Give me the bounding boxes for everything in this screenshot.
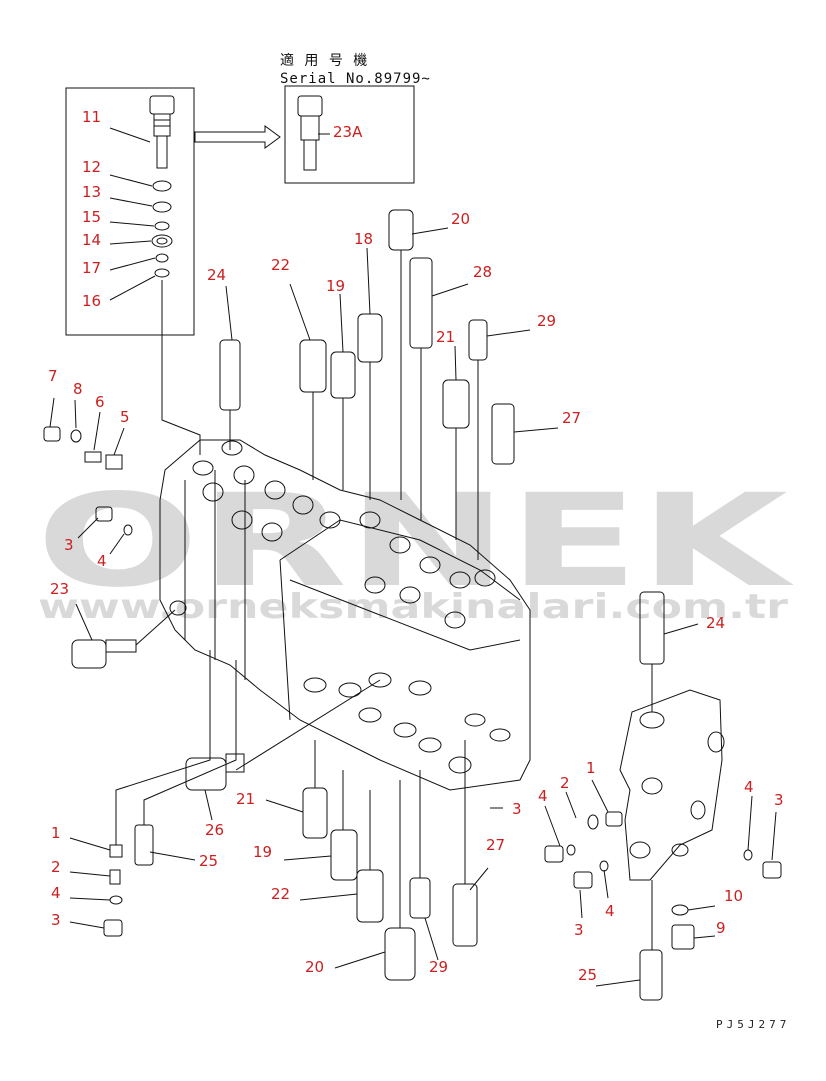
callout-4-lowerleft: 4 (51, 884, 61, 902)
callout-24-top: 24 (207, 266, 226, 284)
drawing-code: PJ5J277 (716, 1018, 791, 1031)
serial-note-number: Serial No.89799~ (280, 71, 431, 87)
callout-1-right: 1 (586, 759, 596, 777)
callout-16: 16 (82, 292, 101, 310)
control-valve-body (159, 439, 531, 791)
serial-applicability-note: 適 用 号 機 Serial No.89799~ (280, 52, 431, 88)
callout-22-bottom: 22 (271, 885, 290, 903)
callout-4-right-c: 4 (605, 902, 615, 920)
callout-29-bottom: 29 (429, 958, 448, 976)
callout-3-center: 3 (512, 800, 522, 818)
callout-5: 5 (120, 408, 130, 426)
callout-21-bottom: 21 (236, 790, 255, 808)
callout-10: 10 (724, 887, 743, 905)
callout-1-left: 1 (51, 824, 61, 842)
callout-2-left: 2 (51, 858, 61, 876)
relief-valve-cartridge-icon (149, 95, 175, 169)
callout-17: 17 (82, 259, 101, 277)
callout-28: 28 (473, 263, 492, 281)
callout-3-lowerleft: 3 (51, 911, 61, 929)
callout-21-top: 21 (436, 328, 455, 346)
callout-18-top: 18 (354, 230, 373, 248)
callout-27-top: 27 (562, 409, 581, 427)
callout-3-right-a: 3 (774, 791, 784, 809)
relief-valve-23a-icon (297, 95, 323, 171)
callout-4-left: 4 (97, 552, 107, 570)
callout-8: 8 (73, 380, 83, 398)
lower-valve-cartridges (302, 787, 695, 1001)
watermark-brand: ORNEK (36, 467, 795, 616)
callout-23: 23 (50, 580, 69, 598)
o-ring-icons (151, 180, 173, 278)
watermark: ORNEK www.orneksmakinalari.com.tr (36, 467, 795, 627)
watermark-url: www.orneksmakinalari.com.tr (38, 587, 788, 627)
callout-23a: 23A (333, 123, 363, 141)
callout-27-bottom: 27 (486, 836, 505, 854)
callout-13: 13 (82, 183, 101, 201)
detail-box-parts-11-16 (65, 87, 195, 336)
callout-29-top: 29 (537, 312, 556, 330)
callout-2-right: 2 (560, 774, 570, 792)
callout-24-right: 24 (706, 614, 725, 632)
callout-3-right-b: 3 (574, 921, 584, 939)
callout-25-left: 25 (199, 852, 218, 870)
callout-6: 6 (95, 393, 105, 411)
auxiliary-valve-block (544, 664, 782, 950)
callout-12: 12 (82, 158, 101, 176)
arrow-icon (194, 125, 281, 149)
serial-note-japanese: 適 用 号 機 (280, 53, 369, 69)
callout-4-right-a: 4 (538, 787, 548, 805)
callout-4-right-b: 4 (744, 778, 754, 796)
callout-14: 14 (82, 231, 101, 249)
detail-box-23a (284, 85, 415, 184)
callout-19-top: 19 (326, 277, 345, 295)
callout-labels: 11 12 13 15 14 17 16 23A 20 18 28 24 22 … (48, 108, 784, 984)
callout-20-bottom: 20 (305, 958, 324, 976)
callout-7: 7 (48, 367, 58, 385)
callout-11: 11 (82, 108, 101, 126)
callout-15: 15 (82, 208, 101, 226)
callout-9: 9 (716, 919, 726, 937)
line-art (43, 85, 782, 1001)
callout-22-top: 22 (271, 256, 290, 274)
callout-3-left: 3 (64, 536, 74, 554)
callout-25-right: 25 (578, 966, 597, 984)
callout-26: 26 (205, 821, 224, 839)
callout-20-top: 20 (451, 210, 470, 228)
callout-19-bottom: 19 (253, 843, 272, 861)
